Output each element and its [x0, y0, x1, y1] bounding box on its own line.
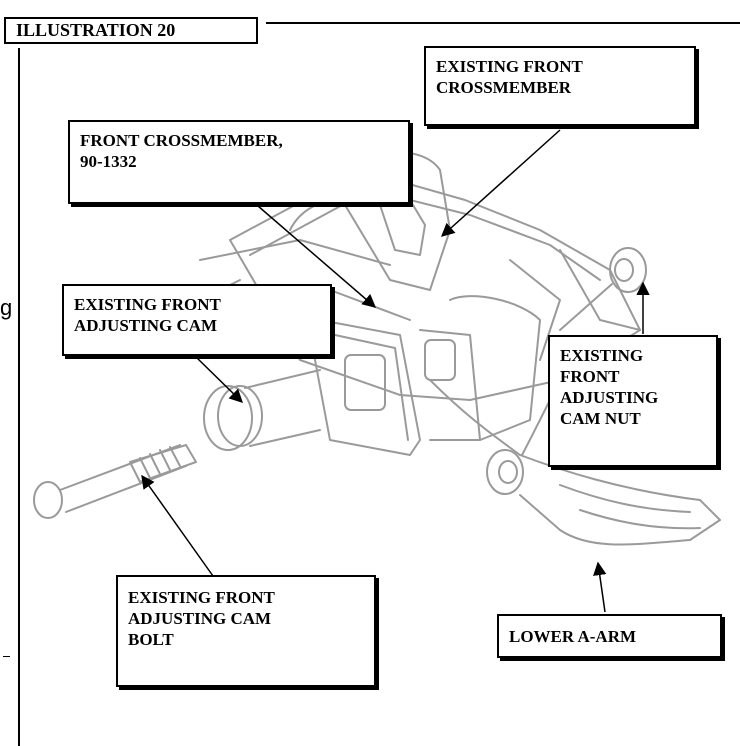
callout-existing-front-adjusting-cam-bolt: EXISTING FRONT ADJUSTING CAM BOLT	[116, 575, 376, 687]
frame-top-border	[266, 22, 740, 24]
callout-lower-a-arm: LOWER A-ARM	[497, 614, 722, 658]
illustration-title: ILLUSTRATION 20	[4, 17, 258, 44]
frame-left-border	[18, 48, 20, 746]
cam-bolt	[33, 444, 197, 519]
arrow-existing-cam	[195, 356, 243, 403]
frame-edge-dash	[3, 656, 10, 657]
arrow-lower-a-arm	[593, 561, 607, 613]
cam-nut	[559, 247, 647, 331]
arrow-existing-crossmember	[440, 129, 561, 237]
callout-existing-front-adjusting-cam: EXISTING FRONT ADJUSTING CAM	[62, 284, 332, 356]
callout-existing-front-adjusting-cam-nut: EXISTING FRONT ADJUSTING CAM NUT	[548, 335, 718, 467]
arrow-front-crossmember-part	[257, 205, 377, 308]
lower-a-arm-shape	[429, 379, 721, 546]
arrow-cam-bolt	[141, 474, 214, 577]
clipped-text-fragment: g	[0, 295, 13, 320]
callout-front-crossmember-part: FRONT CROSSMEMBER, 90-1332	[68, 120, 410, 204]
cam-disc	[203, 369, 321, 451]
callout-existing-front-crossmember: EXISTING FRONT CROSSMEMBER	[424, 46, 696, 126]
cam-bracket	[314, 295, 541, 456]
